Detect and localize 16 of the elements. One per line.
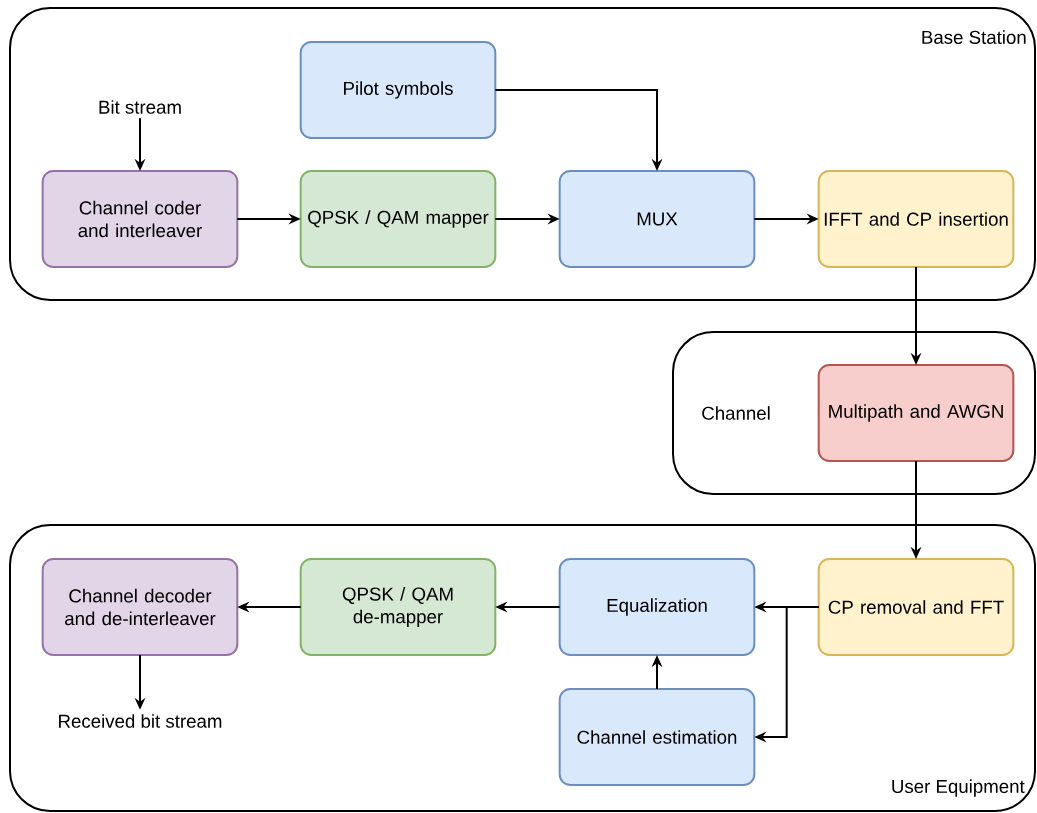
process-box: Channel decoder and de-interleaver	[41, 558, 239, 656]
container-label: Base Station	[922, 30, 1026, 44]
process-box: Multipath and AWGN	[817, 364, 1015, 462]
process-box: Channel coder and interleaver	[41, 170, 239, 268]
process-box: QPSK / QAM mapper	[299, 170, 497, 268]
process-box: Channel estimation	[558, 688, 756, 786]
container-label: User Equipment	[892, 779, 1025, 797]
process-box: CP removal and FFT	[817, 558, 1015, 656]
process-box: Pilot symbols	[299, 41, 497, 139]
container-label: Channel	[702, 406, 770, 420]
signal-label: Bit stream	[99, 100, 181, 114]
signal-label: Received bit stream	[59, 714, 222, 728]
process-box: Equalization	[558, 558, 756, 656]
process-box: IFFT and CP insertion	[817, 170, 1015, 268]
process-box: MUX	[558, 170, 756, 268]
process-box: QPSK / QAM de-mapper	[299, 558, 497, 656]
